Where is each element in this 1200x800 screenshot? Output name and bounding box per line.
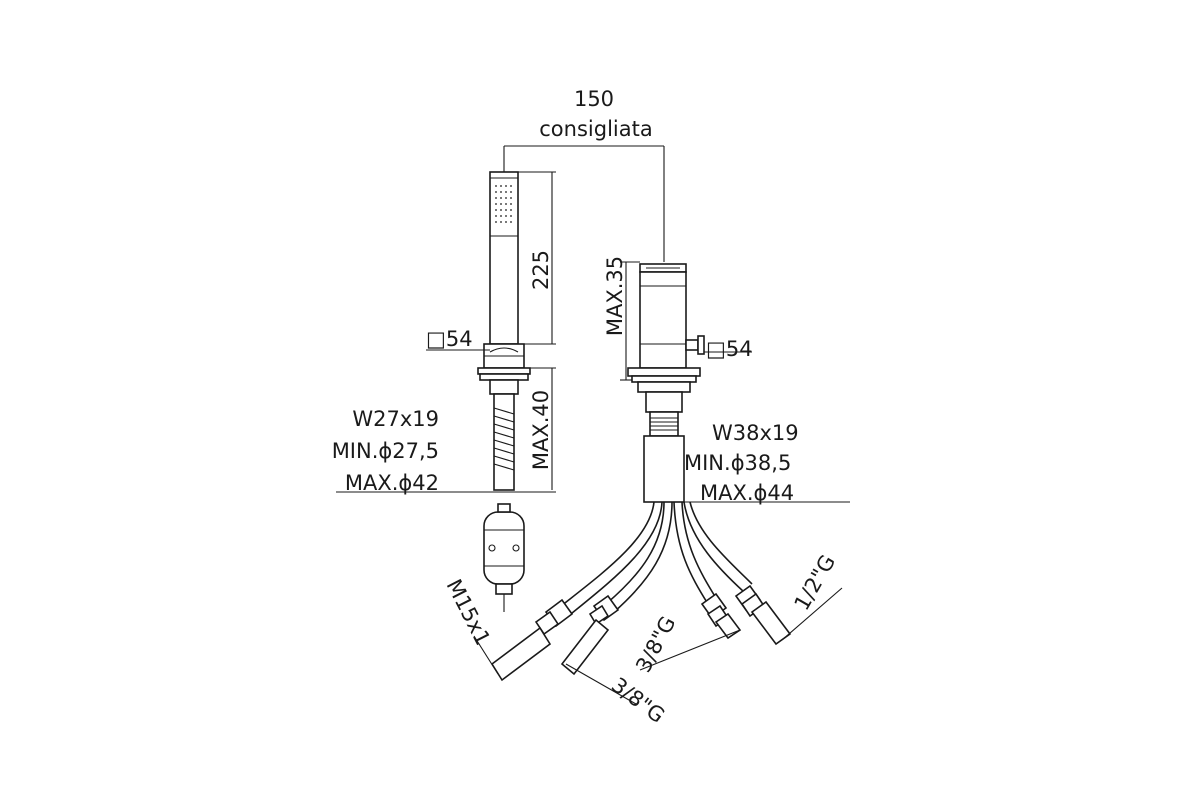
inlet-b-label: 3/8"G [631,612,680,676]
spacing-value: 150 [574,87,614,111]
spacing-note: consigliata [539,117,652,141]
flexible-hoses [555,501,753,619]
hose-thread-label: M15x1 [442,575,495,649]
shank-threads [493,407,515,471]
mixer-square-callout: □54 [704,337,753,361]
nozzle-pattern [495,185,512,223]
mixer-max-height-label: MAX.35 [603,256,627,336]
handshower-square-callout: □54 [426,327,490,351]
outlet-label: 1/2"G [790,551,841,615]
left-thread-line1: W27x19 [352,407,439,431]
right-thread-line2: MIN.ϕ38,5 [684,451,791,475]
left-thread-line3: MAX.ϕ42 [345,471,439,495]
mixer-height-dimension: MAX.35 [603,256,640,381]
inlet-a-label: 3/8"G [607,673,669,728]
handshower-length-dimension: 225 [518,171,556,345]
right-thread-line3: MAX.ϕ44 [700,481,794,505]
hose-fitting-inlet-a [560,594,620,676]
mixer-square-label: □54 [706,337,753,361]
right-thread-line1: W38x19 [712,421,799,445]
handshower-deck-dimension: MAX.40 [529,367,556,490]
left-thread-spec: W27x19 MIN.ϕ27,5 MAX.ϕ42 [332,407,556,495]
hose-fitting-outlet [734,584,792,646]
right-thread-spec: W38x19 MIN.ϕ38,5 MAX.ϕ44 [684,421,850,505]
spacing-dimension: 150 consigliata [503,87,665,262]
left-thread-line2: MIN.ϕ27,5 [332,439,439,463]
handshower-max-deck-label: MAX.40 [529,390,553,470]
handshower-square-label: □54 [426,327,473,351]
hand-shower [477,171,531,491]
handshower-length-label: 225 [529,250,553,290]
hose-fitting-m15 [490,598,574,682]
mixer-shank-threads [650,417,678,431]
hose-fitting-inlet-b [700,592,742,640]
mixer-body [627,263,705,503]
hose-connector [483,503,525,612]
